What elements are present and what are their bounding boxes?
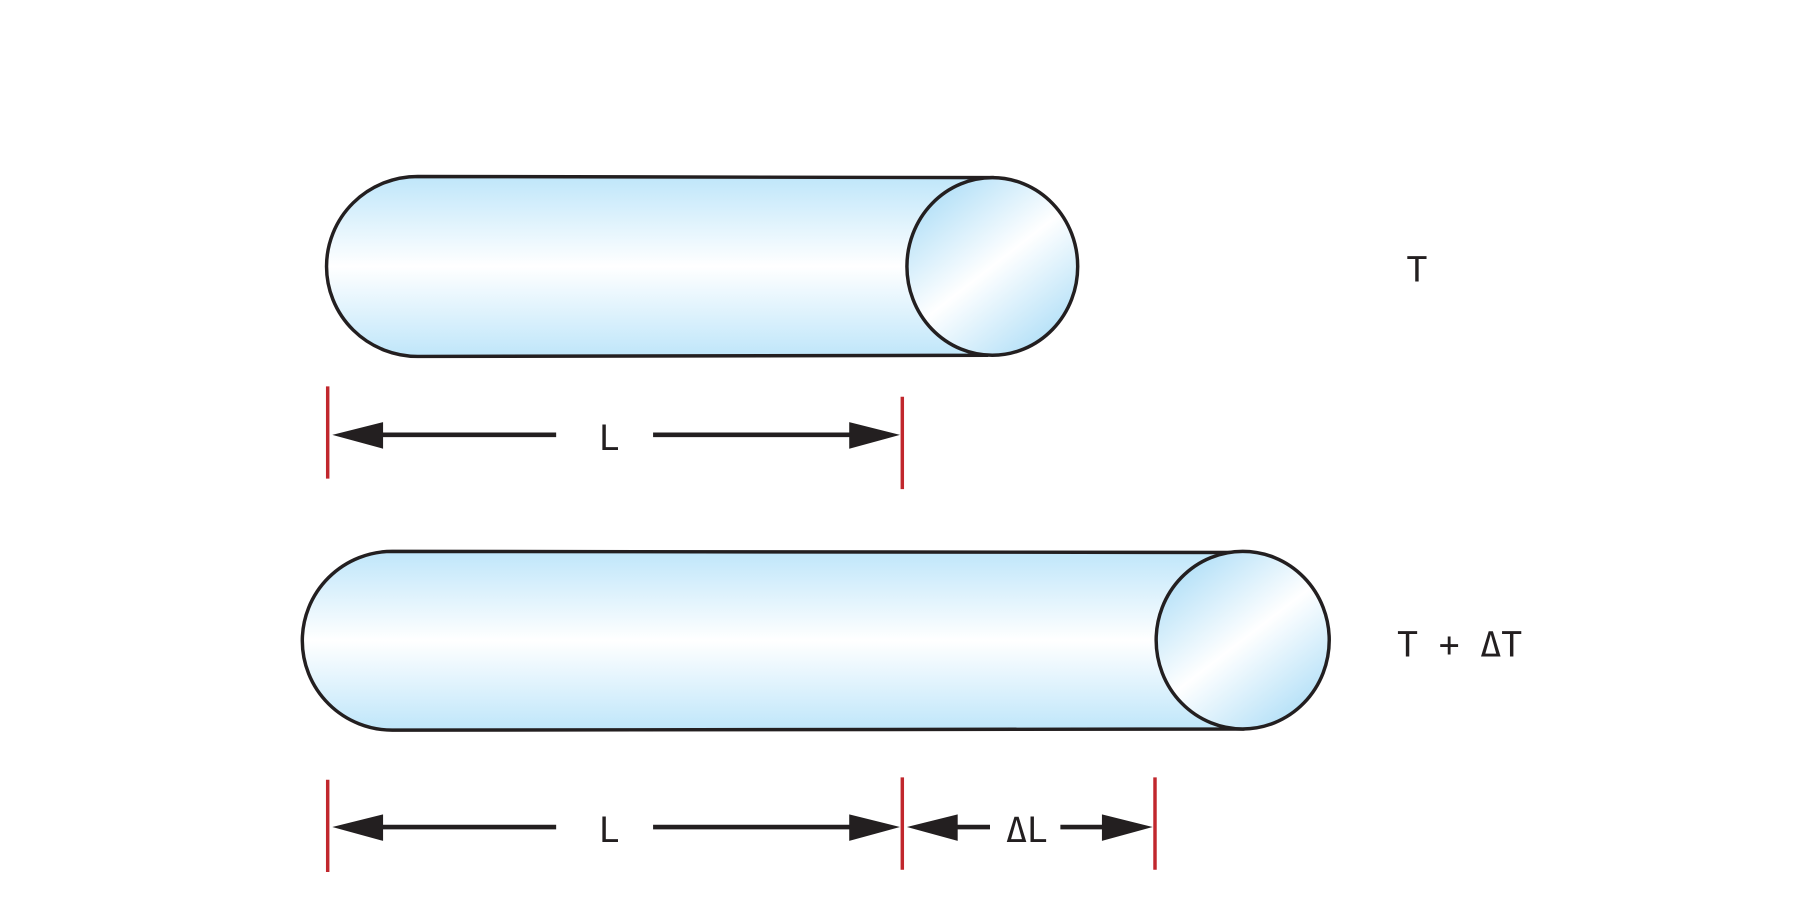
rod-expanded [300, 549, 1331, 732]
delta-length-label: ΔL [1006, 811, 1048, 851]
arrow-right-icon [1101, 814, 1153, 841]
rod-body [300, 549, 1245, 732]
temperature-label-T-plus-delta-T: T + ΔT [1397, 625, 1522, 665]
arrow-left-icon [332, 814, 384, 841]
dimension-L-deltaL-bottom: L ΔL [325, 777, 1157, 873]
arrow-right-icon [849, 422, 900, 449]
rod-original [324, 174, 1080, 359]
length-label-L: L [599, 811, 620, 851]
rod-body [324, 174, 995, 359]
dimension-L-top: L [325, 386, 905, 490]
rod-end-face [1154, 549, 1331, 731]
arrow-left-icon [332, 422, 384, 449]
rod-end-face [905, 175, 1080, 357]
temperature-label-T: T [1407, 250, 1428, 290]
arrow-right-icon [849, 814, 900, 841]
arrow-left-icon [906, 814, 958, 841]
length-label-L: L [599, 419, 620, 459]
